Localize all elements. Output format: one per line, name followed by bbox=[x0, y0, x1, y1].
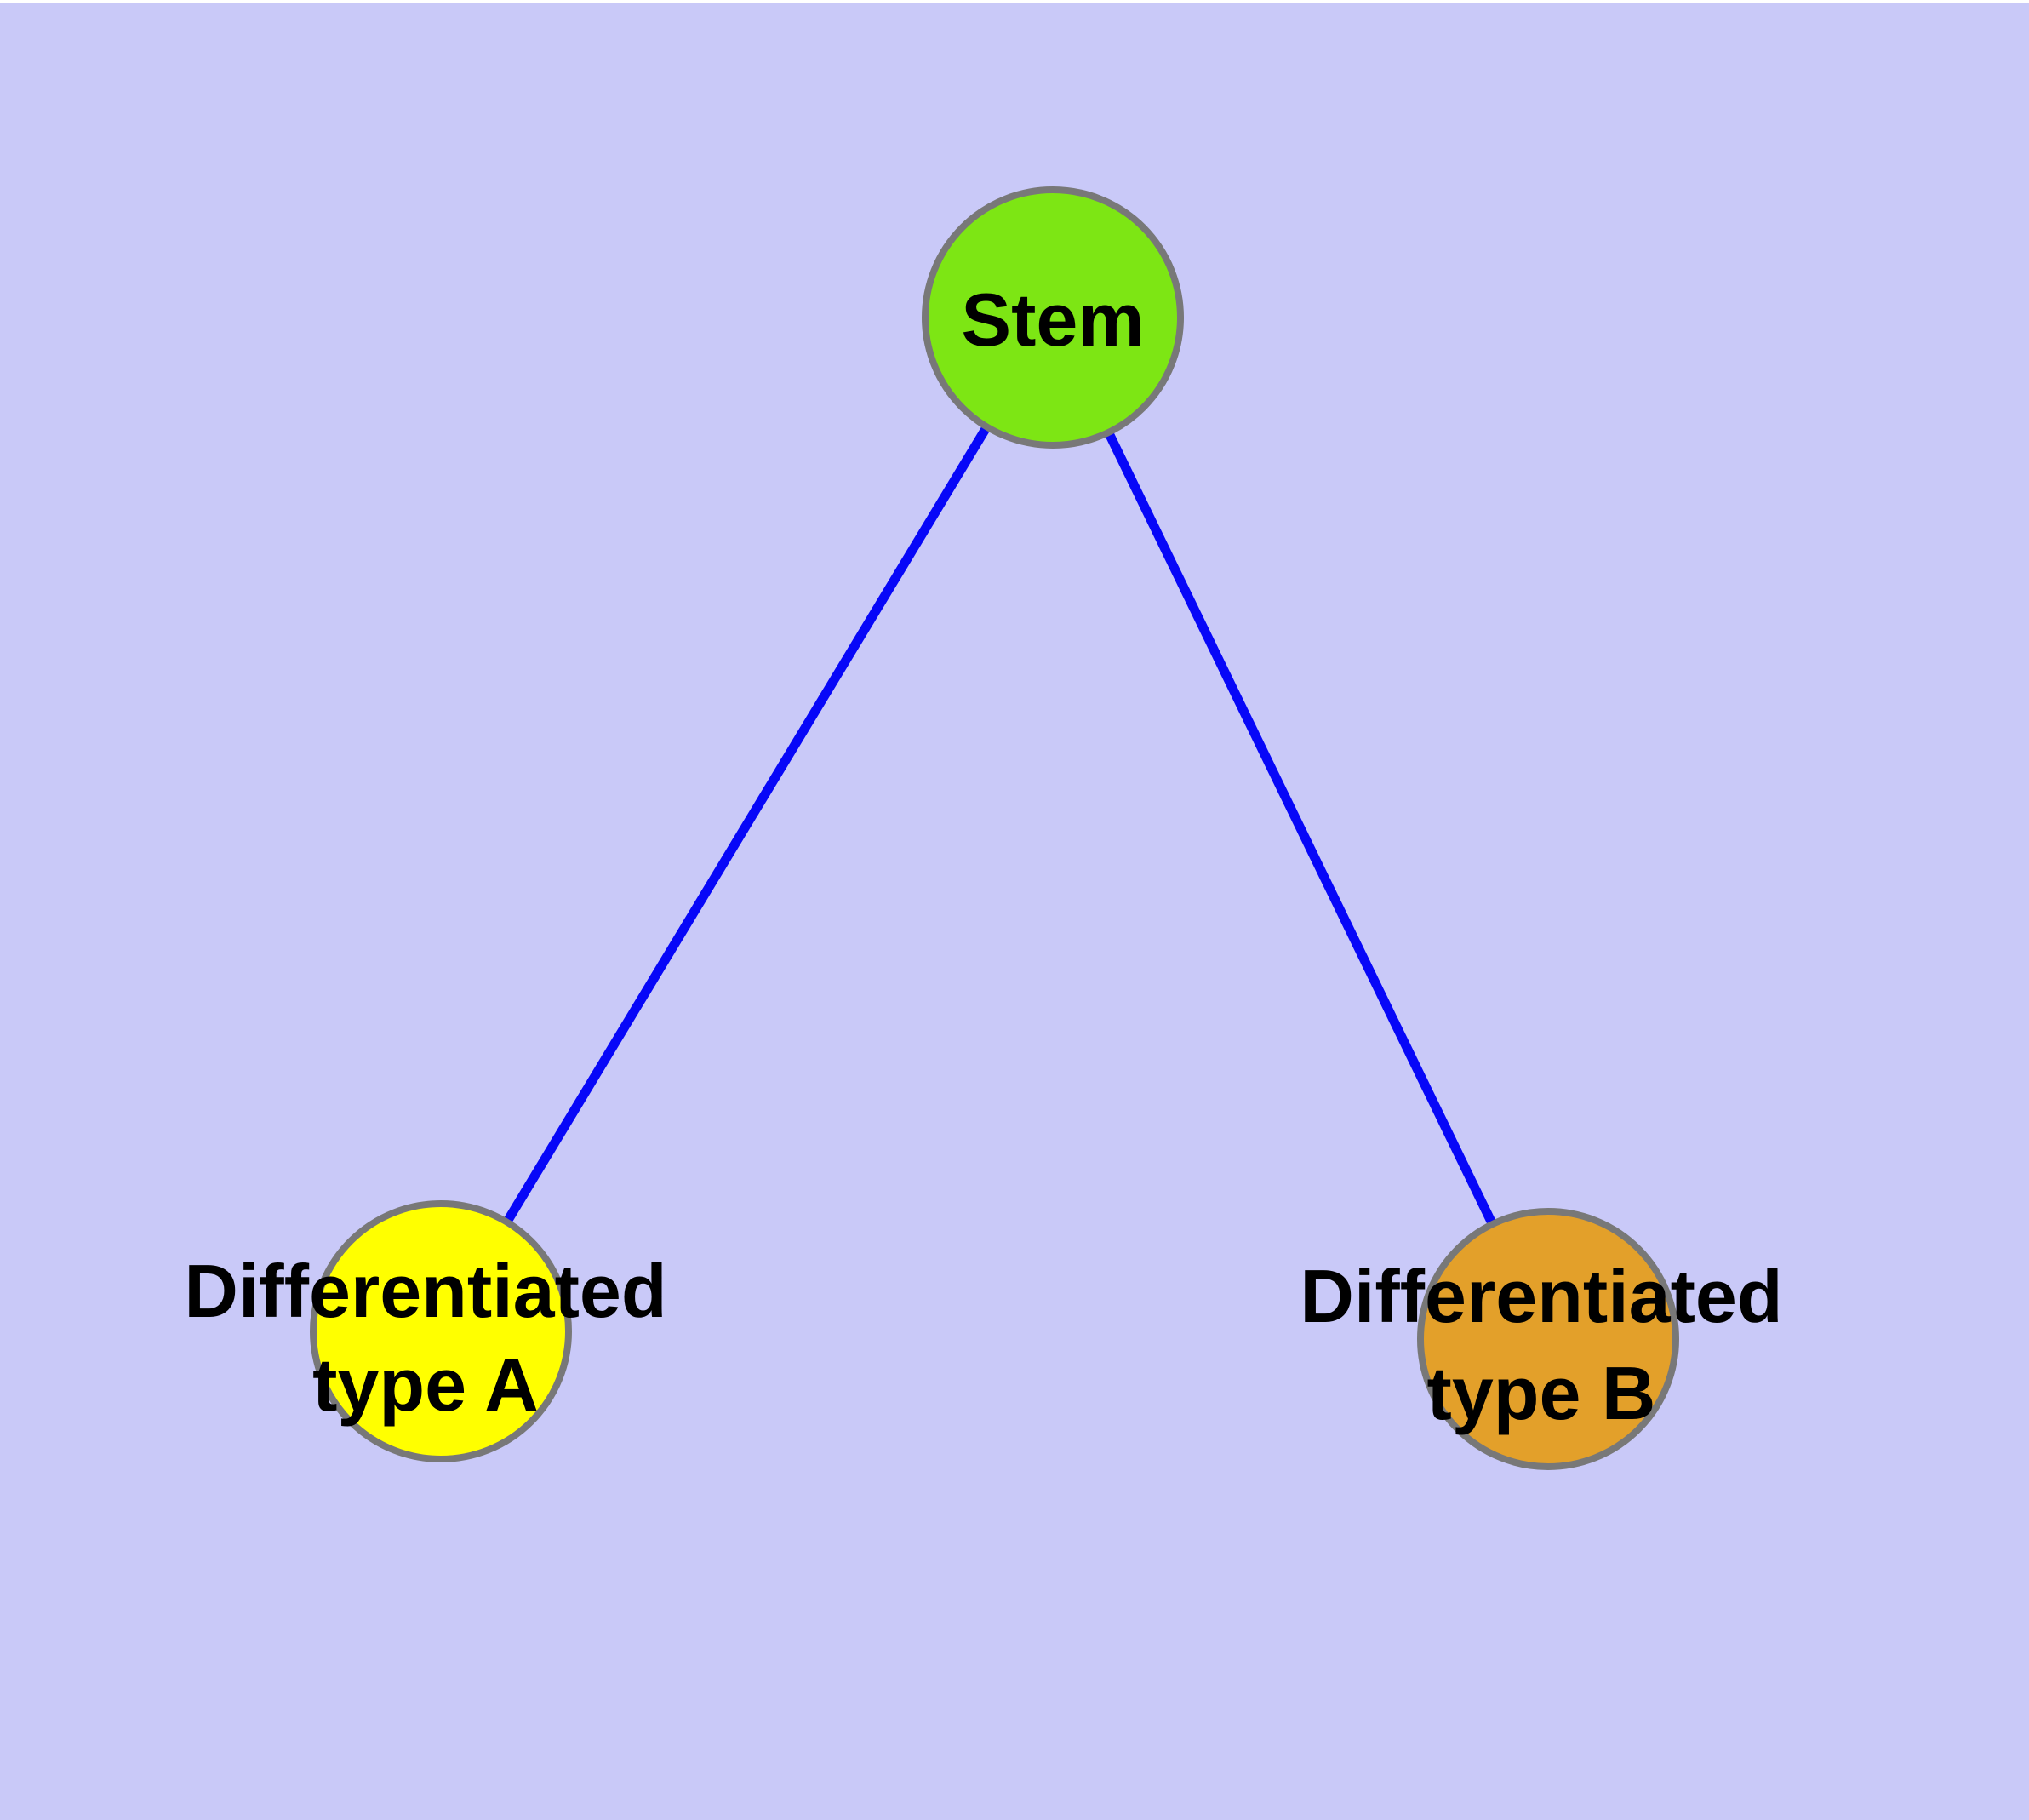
node-differentiated-type-b: Differentiated type B bbox=[1300, 1208, 1783, 1470]
node-stem: Stem bbox=[922, 186, 1184, 449]
node-type-a-label-line2: type A bbox=[312, 1342, 539, 1427]
node-stem-circle bbox=[922, 186, 1184, 449]
node-type-b-circle bbox=[1417, 1208, 1679, 1470]
edge-group bbox=[437, 315, 1552, 1342]
node-stem-label: Stem bbox=[961, 278, 1144, 362]
node-type-b-label-line2: type B bbox=[1427, 1351, 1656, 1435]
node-differentiated-type-a: Differentiated type A bbox=[184, 1200, 667, 1462]
edge-stem-to-type-a bbox=[437, 315, 1057, 1334]
edge-stem-to-type-b bbox=[1049, 315, 1552, 1342]
node-type-a-circle bbox=[310, 1200, 572, 1462]
node-type-a-label-line1: Differentiated bbox=[184, 1249, 666, 1333]
top-border bbox=[0, 0, 2029, 3]
node-type-b-label-line1: Differentiated bbox=[1300, 1254, 1782, 1338]
